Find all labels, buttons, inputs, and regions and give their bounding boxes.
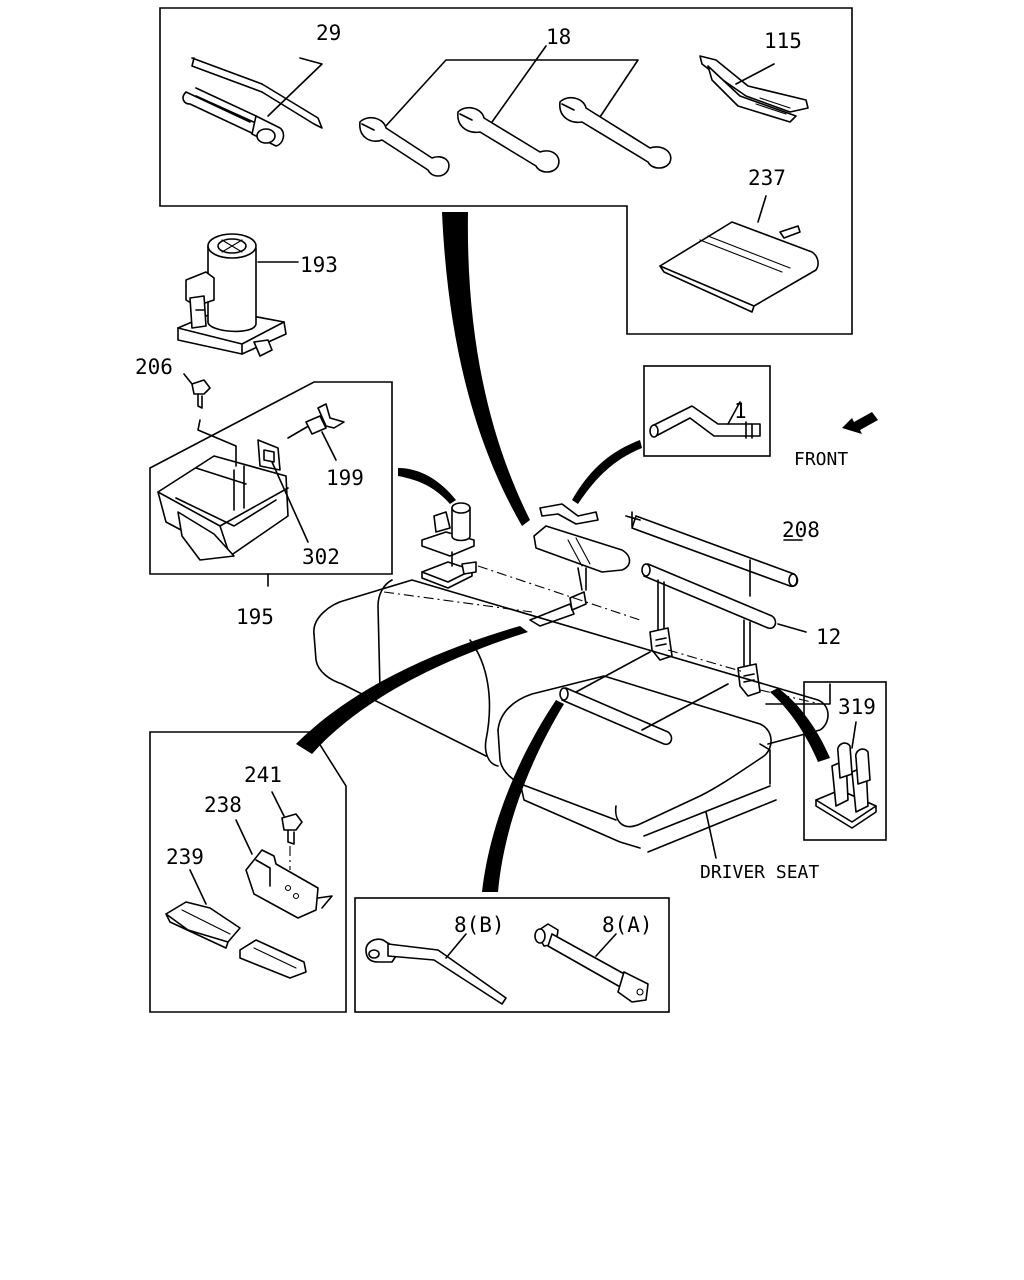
wrench-set-18: [359, 45, 672, 177]
leader-seat-to-clip: [770, 688, 830, 762]
bar-lower: [559, 651, 729, 746]
label-208: 208: [782, 518, 820, 542]
label-199: 199: [326, 466, 364, 490]
label-241: 241: [244, 763, 282, 787]
bolt-206: [183, 373, 211, 409]
label-239: 239: [166, 845, 204, 869]
bar-12: [641, 563, 807, 633]
jack-bracket-frame: [149, 381, 393, 575]
hook-239: [165, 869, 307, 979]
tool-box-frame: [159, 7, 853, 335]
label-302: 302: [302, 545, 340, 569]
wheel-wrench-frame: [354, 897, 670, 1013]
leader-bracket-to-seat: [398, 468, 456, 504]
wing-bolt-199: [305, 403, 345, 461]
pliers-115: [699, 55, 809, 123]
jack-193: [177, 233, 299, 357]
jack-mounted: [421, 502, 477, 589]
crank-handle-mounted: [539, 503, 599, 525]
clip-frame: [803, 681, 887, 841]
leader-handle-to-seat: [572, 440, 642, 504]
label-18: 18: [546, 25, 571, 49]
label-front: FRONT: [794, 449, 848, 470]
label-29: 29: [316, 21, 341, 45]
label-driver-seat: DRIVER SEAT: [700, 862, 819, 883]
label-115: 115: [764, 29, 802, 53]
bag-bracket: [569, 591, 587, 611]
wheel-wrench-8a: [534, 923, 649, 1003]
label-238: 238: [204, 793, 242, 817]
label-206: 206: [135, 355, 173, 379]
jack-bracket-195: [157, 419, 313, 561]
crank-handle-1: [649, 401, 761, 439]
leader-seat-to-wrench: [482, 700, 564, 892]
label-1: 1: [734, 399, 747, 423]
crank-handle-frame: [643, 365, 771, 457]
hook-frame: [149, 731, 347, 1013]
screwdriver-set-29: [182, 57, 323, 147]
label-8b: 8(B): [454, 913, 505, 937]
front-arrow-icon: [842, 412, 878, 434]
leader-toolbox-to-seat: [442, 212, 530, 526]
label-319: 319: [838, 695, 876, 719]
seat-cushion: [313, 579, 831, 859]
tool-bag-237: [659, 195, 819, 313]
label-193: 193: [300, 253, 338, 277]
label-195: 195: [236, 605, 274, 629]
clip-319: [815, 721, 877, 829]
wheel-wrench-8b: [365, 933, 507, 1005]
bolt-241: [271, 791, 303, 870]
label-237: 237: [748, 166, 786, 190]
label-12: 12: [816, 625, 841, 649]
leader-seat-to-hook: [296, 626, 528, 754]
hook-bracket-238: [235, 819, 333, 919]
bar-208: [625, 511, 803, 588]
label-8a: 8(A): [602, 913, 653, 937]
